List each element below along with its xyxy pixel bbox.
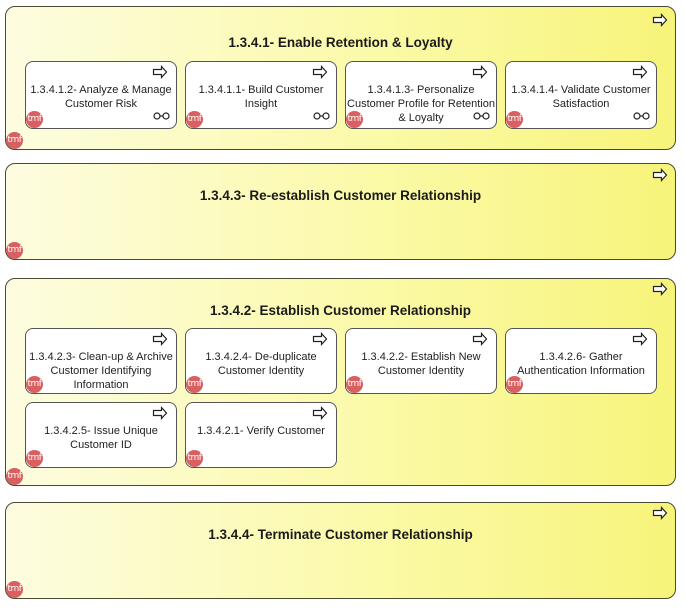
process-card-label: 1.3.4.1.4- Validate Customer Satisfactio… <box>511 84 651 110</box>
group-title: 1.3.4.4- Terminate Customer Relationship <box>208 527 473 542</box>
process-card[interactable]: 1.3.4.1.3- Personalize Customer Profile … <box>345 61 497 129</box>
process-card-label: 1.3.4.1.3- Personalize Customer Profile … <box>347 84 495 124</box>
process-card[interactable]: 1.3.4.2.3- Clean-up & Archive Customer I… <box>25 328 177 394</box>
process-arrow-icon <box>472 332 488 346</box>
tmf-badge-icon: tmf <box>26 450 43 467</box>
group-establish-customer-relationship[interactable]: 1.3.4.2- Establish Customer Relationship… <box>5 278 676 486</box>
tmf-badge-icon: tmf <box>186 450 203 467</box>
tmf-badge-icon: tmf <box>26 111 43 128</box>
process-card[interactable]: 1.3.4.2.2- Establish New Customer Identi… <box>345 328 497 394</box>
process-arrow-icon <box>152 406 168 420</box>
process-arrow-icon <box>472 65 488 79</box>
tmf-badge-icon: tmf <box>506 111 523 128</box>
tmf-badge-icon: tmf <box>6 242 23 259</box>
process-arrow-icon <box>312 406 328 420</box>
tmf-badge-icon: tmf <box>6 581 23 598</box>
tmf-badge-icon: tmf <box>6 132 23 149</box>
process-arrow-icon <box>652 13 668 27</box>
process-card[interactable]: 1.3.4.1.1- Build Customer Insight tmf <box>185 61 337 129</box>
link-icon <box>313 112 330 120</box>
process-arrow-icon <box>312 65 328 79</box>
process-card-label: 1.3.4.2.2- Establish New Customer Identi… <box>361 351 481 377</box>
process-card-label: 1.3.4.1.2- Analyze & Manage Customer Ris… <box>30 84 172 110</box>
process-card[interactable]: 1.3.4.2.4- De-duplicate Customer Identit… <box>185 328 337 394</box>
process-arrow-icon <box>152 332 168 346</box>
group-title: 1.3.4.1- Enable Retention & Loyalty <box>228 35 453 50</box>
group-title: 1.3.4.2- Establish Customer Relationship <box>209 303 472 318</box>
process-arrow-icon <box>652 506 668 520</box>
process-card-label: 1.3.4.1.1- Build Customer Insight <box>198 84 324 110</box>
link-icon <box>633 112 650 120</box>
link-icon <box>473 112 490 120</box>
group-title: 1.3.4.3- Re-establish Customer Relations… <box>199 188 482 203</box>
process-arrow-icon <box>152 65 168 79</box>
process-card[interactable]: 1.3.4.2.1- Verify Customer tmf <box>185 402 337 468</box>
process-arrow-icon <box>312 332 328 346</box>
process-card[interactable]: 1.3.4.1.4- Validate Customer Satisfactio… <box>505 61 657 129</box>
tmf-badge-icon: tmf <box>186 111 203 128</box>
process-card-label: 1.3.4.2.5- Issue Unique Customer ID <box>44 425 158 451</box>
process-arrow-icon <box>632 65 648 79</box>
process-card-label: 1.3.4.2.1- Verify Customer <box>197 425 325 437</box>
process-card[interactable]: 1.3.4.1.2- Analyze & Manage Customer Ris… <box>25 61 177 129</box>
group-terminate-customer-relationship[interactable]: 1.3.4.4- Terminate Customer Relationship… <box>5 502 676 599</box>
process-card[interactable]: 1.3.4.2.5- Issue Unique Customer ID tmf <box>25 402 177 468</box>
tmf-badge-icon: tmf <box>26 376 43 393</box>
link-icon <box>153 112 170 120</box>
tmf-badge-icon: tmf <box>6 468 23 485</box>
process-card-label: 1.3.4.2.3- Clean-up & Archive Customer I… <box>29 351 173 391</box>
tmf-badge-icon: tmf <box>506 376 523 393</box>
process-arrow-icon <box>632 332 648 346</box>
group-enable-retention-loyalty[interactable]: 1.3.4.1- Enable Retention & Loyalty 1.3.… <box>5 6 676 150</box>
process-card[interactable]: 1.3.4.2.6- Gather Authentication Informa… <box>505 328 657 394</box>
process-card-label: 1.3.4.2.6- Gather Authentication Informa… <box>517 351 645 377</box>
process-arrow-icon <box>652 168 668 182</box>
group-reestablish-customer-relationship[interactable]: 1.3.4.3- Re-establish Customer Relations… <box>5 163 676 260</box>
process-arrow-icon <box>652 282 668 296</box>
tmf-badge-icon: tmf <box>346 111 363 128</box>
tmf-badge-icon: tmf <box>346 376 363 393</box>
tmf-badge-icon: tmf <box>186 376 203 393</box>
process-card-label: 1.3.4.2.4- De-duplicate Customer Identit… <box>205 351 317 377</box>
